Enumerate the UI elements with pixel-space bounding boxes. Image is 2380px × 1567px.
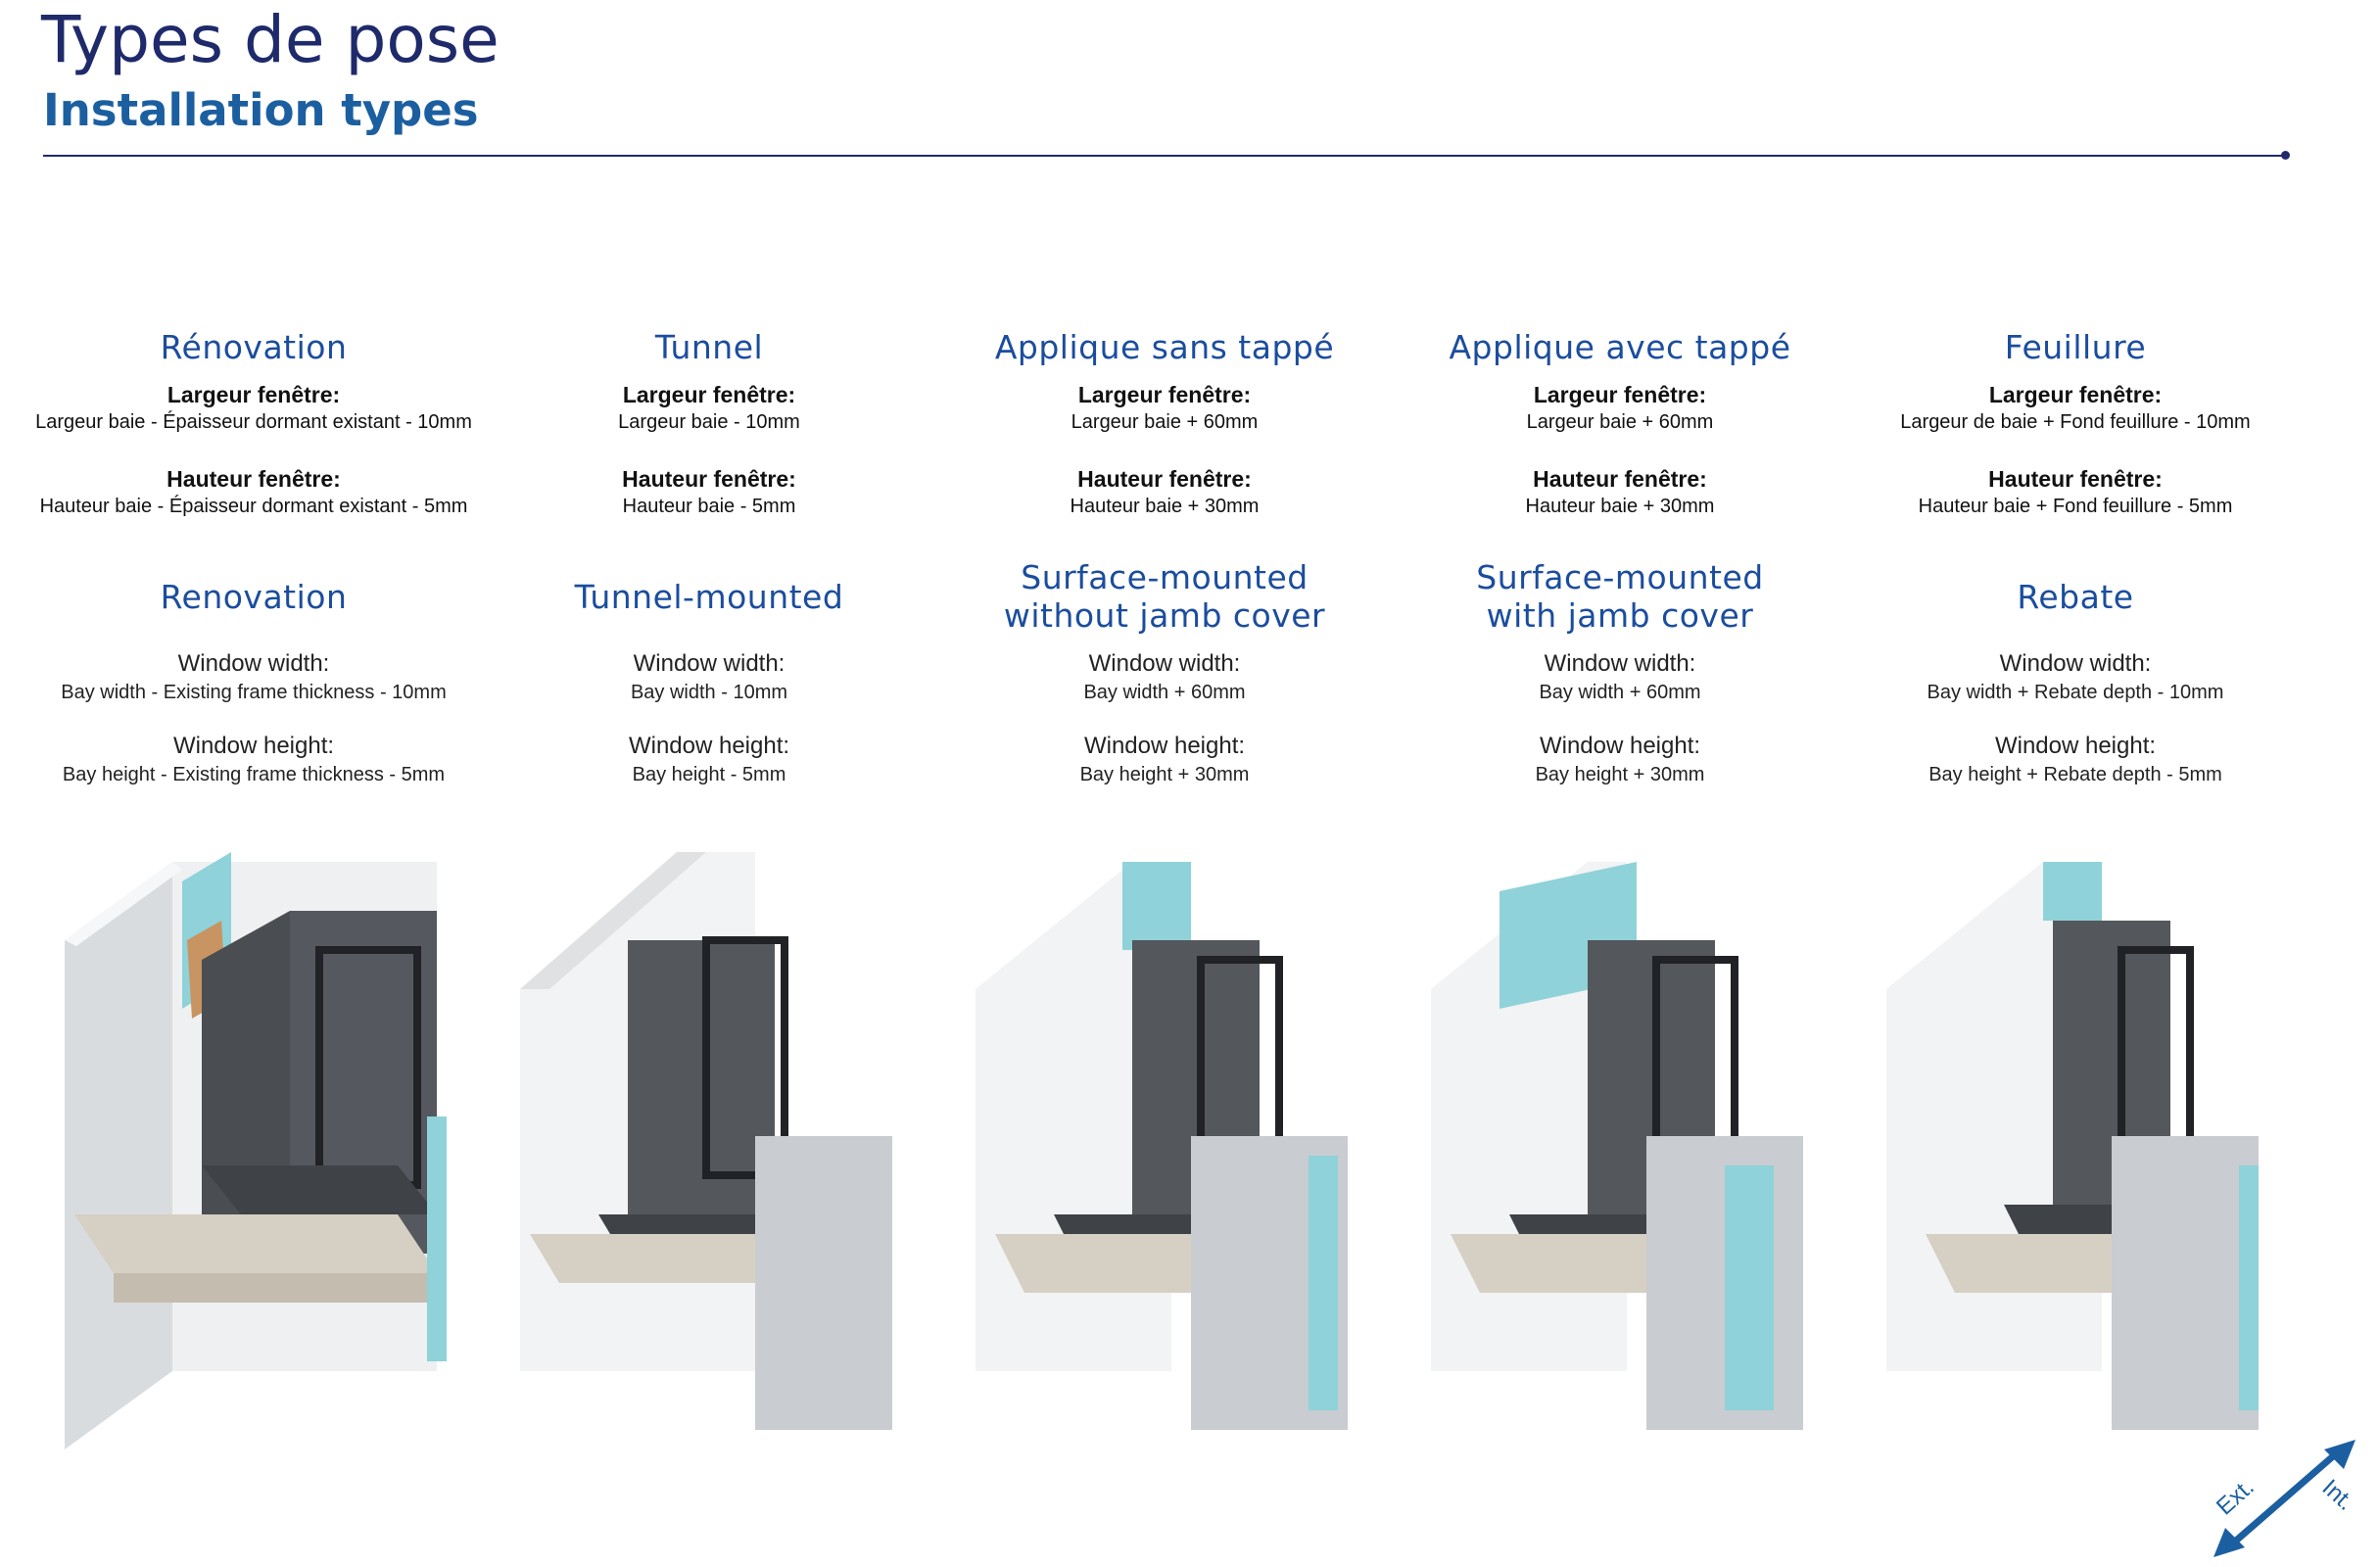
en-width-value: Bay width + 60mm bbox=[1083, 682, 1246, 703]
en-height-label: Window height: bbox=[628, 733, 790, 759]
tunnel-section-illustration bbox=[481, 842, 937, 1449]
renovation-section-illustration bbox=[25, 842, 482, 1449]
fr-width-value: Largeur baie + 60mm bbox=[1526, 411, 1714, 433]
fr-height-value: Hauteur baie - 5mm bbox=[622, 496, 796, 517]
en-title-line1: Renovation bbox=[160, 577, 348, 616]
en-width-label: Window width: bbox=[1544, 650, 1696, 677]
fr-height-label: Hauteur fenêtre: bbox=[1533, 466, 1707, 492]
en-width-label: Window width: bbox=[1999, 650, 2152, 677]
double-arrow-icon bbox=[2213, 1440, 2356, 1557]
fr-width-label: Largeur fenêtre: bbox=[167, 382, 341, 407]
en-title-line1: Tunnel-mounted bbox=[574, 577, 844, 616]
en-height-label: Window height: bbox=[1539, 733, 1701, 759]
en-title-line1: Surface-mounted bbox=[1476, 558, 1764, 596]
fr-title: Applique avec tappé bbox=[1449, 328, 1791, 366]
title-divider bbox=[43, 155, 2286, 157]
fr-height-value: Hauteur baie - Épaisseur dormant existan… bbox=[39, 496, 468, 517]
fr-height-value: Hauteur baie + Fond feuillure - 5mm bbox=[1918, 496, 2233, 517]
rebate-section-illustration bbox=[1847, 842, 2304, 1449]
orientation-indicator: Ext. Int. bbox=[2204, 1435, 2370, 1562]
fr-title: Tunnel bbox=[654, 328, 764, 366]
en-width-value: Bay width + Rebate depth - 10mm bbox=[1927, 682, 2224, 703]
en-width-value: Bay width - 10mm bbox=[630, 682, 788, 703]
en-height-label: Window height: bbox=[1083, 733, 1246, 759]
fr-width-label: Largeur fenêtre: bbox=[1077, 382, 1252, 407]
surface-without-cover-section-illustration bbox=[936, 842, 1393, 1449]
fr-height-label: Hauteur fenêtre: bbox=[167, 466, 341, 492]
fr-height-value: Hauteur baie + 30mm bbox=[1070, 496, 1260, 517]
en-title-line2: with jamb cover bbox=[1486, 596, 1754, 635]
surface-with-cover-section-illustration bbox=[1392, 842, 1848, 1449]
en-title-line1: Surface-mounted bbox=[1021, 558, 1309, 596]
fr-title: Rénovation bbox=[160, 328, 348, 366]
fr-width-value: Largeur de baie + Fond feuillure - 10mm bbox=[1900, 411, 2251, 433]
fr-width-label: Largeur fenêtre: bbox=[1988, 382, 2163, 407]
fr-width-label: Largeur fenêtre: bbox=[1533, 382, 1707, 407]
en-width-value: Bay width - Existing frame thickness - 1… bbox=[61, 682, 447, 703]
en-height-value: Bay height - Existing frame thickness - … bbox=[62, 764, 446, 785]
fr-height-label: Hauteur fenêtre: bbox=[1988, 466, 2163, 492]
fr-width-value: Largeur baie - Épaisseur dormant existan… bbox=[35, 411, 472, 433]
fr-width-value: Largeur baie + 60mm bbox=[1071, 411, 1259, 433]
installation-type-surface-with-cover: Applique avec tappé Largeur fenêtre: Lar… bbox=[1392, 328, 1848, 788]
fr-title: Applique sans tappé bbox=[994, 328, 1335, 366]
fr-height-label: Hauteur fenêtre: bbox=[622, 466, 796, 492]
en-height-label: Window height: bbox=[1994, 733, 2157, 759]
installation-type-tunnel: Tunnel Largeur fenêtre: Largeur baie - 1… bbox=[481, 328, 937, 788]
installation-type-renovation: Rénovation Largeur fenêtre: Largeur baie… bbox=[25, 328, 482, 788]
installation-type-surface-without-cover: Applique sans tappé Largeur fenêtre: Lar… bbox=[936, 328, 1393, 788]
fr-width-value: Largeur baie - 10mm bbox=[618, 411, 800, 433]
en-title-line1: Rebate bbox=[2017, 577, 2134, 616]
fr-height-label: Hauteur fenêtre: bbox=[1077, 466, 1252, 492]
page-title: Types de pose bbox=[41, 2, 500, 77]
en-height-value: Bay height - 5mm bbox=[632, 764, 786, 785]
en-height-value: Bay height + 30mm bbox=[1079, 764, 1250, 785]
title-divider-end-dot bbox=[2281, 151, 2290, 160]
en-height-value: Bay height + Rebate depth - 5mm bbox=[1928, 764, 2222, 785]
en-width-value: Bay width + 60mm bbox=[1539, 682, 1701, 703]
fr-width-label: Largeur fenêtre: bbox=[622, 382, 796, 407]
fr-title: Feuillure bbox=[2004, 328, 2147, 366]
en-height-label: Window height: bbox=[172, 733, 335, 759]
installation-type-rebate: Feuillure Largeur fenêtre: Largeur de ba… bbox=[1847, 328, 2304, 788]
en-height-value: Bay height + 30mm bbox=[1535, 764, 1705, 785]
fr-height-value: Hauteur baie + 30mm bbox=[1525, 496, 1715, 517]
en-title-line2: without jamb cover bbox=[1003, 596, 1326, 635]
en-width-label: Window width: bbox=[633, 650, 785, 677]
en-width-label: Window width: bbox=[1088, 650, 1241, 677]
en-width-label: Window width: bbox=[177, 650, 330, 677]
page-subtitle: Installation types bbox=[43, 84, 479, 136]
